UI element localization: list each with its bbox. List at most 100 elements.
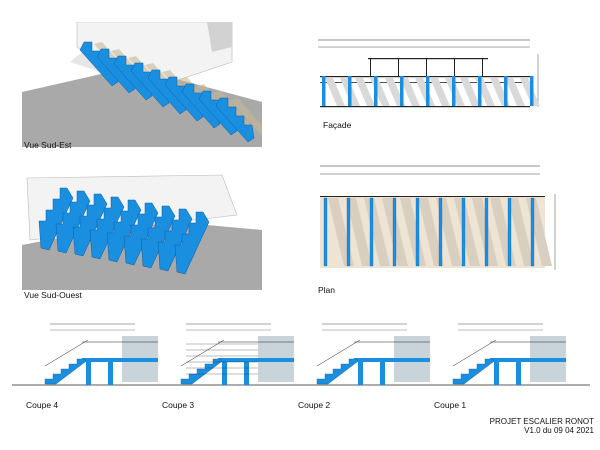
facade-post xyxy=(374,76,378,106)
baluster xyxy=(482,58,483,76)
project-title: PROJET ESCALIER RONOT xyxy=(489,417,594,426)
support-post xyxy=(222,362,227,385)
stair-stringer xyxy=(44,358,86,385)
rail xyxy=(368,58,488,60)
section-label-4: Coupe 4 xyxy=(26,400,59,410)
shadow-stripe xyxy=(355,78,375,106)
stair-stringer xyxy=(55,190,91,254)
baluster xyxy=(454,58,455,76)
view-sud-ouest xyxy=(22,170,262,290)
handrail xyxy=(180,339,225,367)
section-3 xyxy=(180,323,294,385)
plan-stringers xyxy=(323,197,535,267)
stair-stringer xyxy=(174,211,210,275)
support-post xyxy=(108,362,113,385)
stair-stringer xyxy=(38,187,74,251)
stair-assembly-so xyxy=(38,187,210,275)
render-sud-ouest-drawing xyxy=(22,174,262,290)
shadow-stripe xyxy=(400,198,426,266)
stair-stringer xyxy=(452,358,494,385)
title-block: PROJET ESCALIER RONOT V1.0 du 09 04 2021 xyxy=(490,417,594,435)
facade-post xyxy=(452,76,456,106)
floor-line xyxy=(320,106,530,108)
sections-drawing xyxy=(12,323,590,386)
section-label-2: Coupe 2 xyxy=(298,400,331,410)
shadow-stripe xyxy=(505,78,525,106)
baluster xyxy=(398,58,399,76)
wall-line xyxy=(320,196,545,197)
shadow-stripe xyxy=(400,78,420,106)
handrail xyxy=(452,339,497,367)
shadow-stripe xyxy=(508,198,534,266)
plan-stringer xyxy=(507,197,512,267)
stair-assembly-se xyxy=(79,41,262,143)
plan-stringer xyxy=(415,197,420,267)
plan-stringer xyxy=(369,197,374,267)
shadow-hatching xyxy=(325,78,540,106)
view-plan xyxy=(300,160,565,280)
support-post xyxy=(380,362,385,385)
facade-post xyxy=(400,76,404,106)
shadow-stripe xyxy=(454,198,480,266)
plan-stringer xyxy=(323,197,328,267)
facade-post xyxy=(530,76,534,106)
support-post xyxy=(86,362,91,385)
plan-stringer xyxy=(484,197,489,267)
facade-post xyxy=(322,76,326,106)
stair-stringer xyxy=(316,358,358,385)
support-post xyxy=(516,362,521,385)
baluster xyxy=(370,58,371,76)
plan-stringer xyxy=(530,197,535,267)
section-1 xyxy=(452,323,566,385)
support-post xyxy=(244,362,249,385)
shadow-stripe xyxy=(460,78,480,106)
landing-beam xyxy=(490,358,566,362)
plan-stringer xyxy=(461,197,466,267)
stair-stringer xyxy=(106,199,142,263)
handrail xyxy=(44,339,89,367)
view-sud-ouest-label: Vue Sud-Ouest xyxy=(24,290,82,300)
landing-beam xyxy=(218,358,294,362)
shadow-stripe xyxy=(325,78,345,106)
sections-row xyxy=(0,318,600,398)
facade-drawing xyxy=(318,39,540,108)
tread-shadow xyxy=(230,98,262,134)
view-facade-label: Façade xyxy=(323,120,352,130)
shadow-stripe xyxy=(430,78,450,106)
shadow-stripe xyxy=(346,198,372,266)
stair-stringer xyxy=(180,358,222,385)
shadow-stripe xyxy=(415,78,435,106)
facade-post xyxy=(504,76,508,106)
section-2 xyxy=(316,323,430,385)
rail xyxy=(320,76,530,78)
section-label-3: Coupe 3 xyxy=(162,400,195,410)
section-label-1: Coupe 1 xyxy=(434,400,467,410)
support-post xyxy=(358,362,363,385)
stair-stringer xyxy=(157,208,193,272)
shadow-stripe xyxy=(418,198,444,266)
plan-stringer xyxy=(346,197,351,267)
stair-stringer xyxy=(72,193,108,257)
view-sud-est xyxy=(22,22,262,147)
plan-stringer xyxy=(438,197,443,267)
support-post xyxy=(494,362,499,385)
view-facade xyxy=(300,32,560,120)
version-date: V1.0 du 09 04 2021 xyxy=(524,426,594,435)
plan-stringer xyxy=(392,197,397,267)
wall-opening xyxy=(207,22,232,52)
view-sud-est-label: Vue Sud-Est xyxy=(24,140,72,150)
baluster xyxy=(426,58,427,76)
plan-drawing xyxy=(320,165,556,270)
render-sud-est-drawing xyxy=(22,22,262,147)
facade-post xyxy=(348,76,352,106)
rail xyxy=(320,82,530,83)
stair-stringer xyxy=(89,196,125,260)
landing-beam xyxy=(354,358,430,362)
stair-stringer xyxy=(140,205,176,269)
stair-stringer xyxy=(215,97,255,143)
view-plan-label: Plan xyxy=(318,285,336,295)
stair-stringer xyxy=(123,202,159,266)
section-4 xyxy=(44,323,158,385)
handrail xyxy=(316,339,361,367)
landing-beam xyxy=(82,358,158,362)
